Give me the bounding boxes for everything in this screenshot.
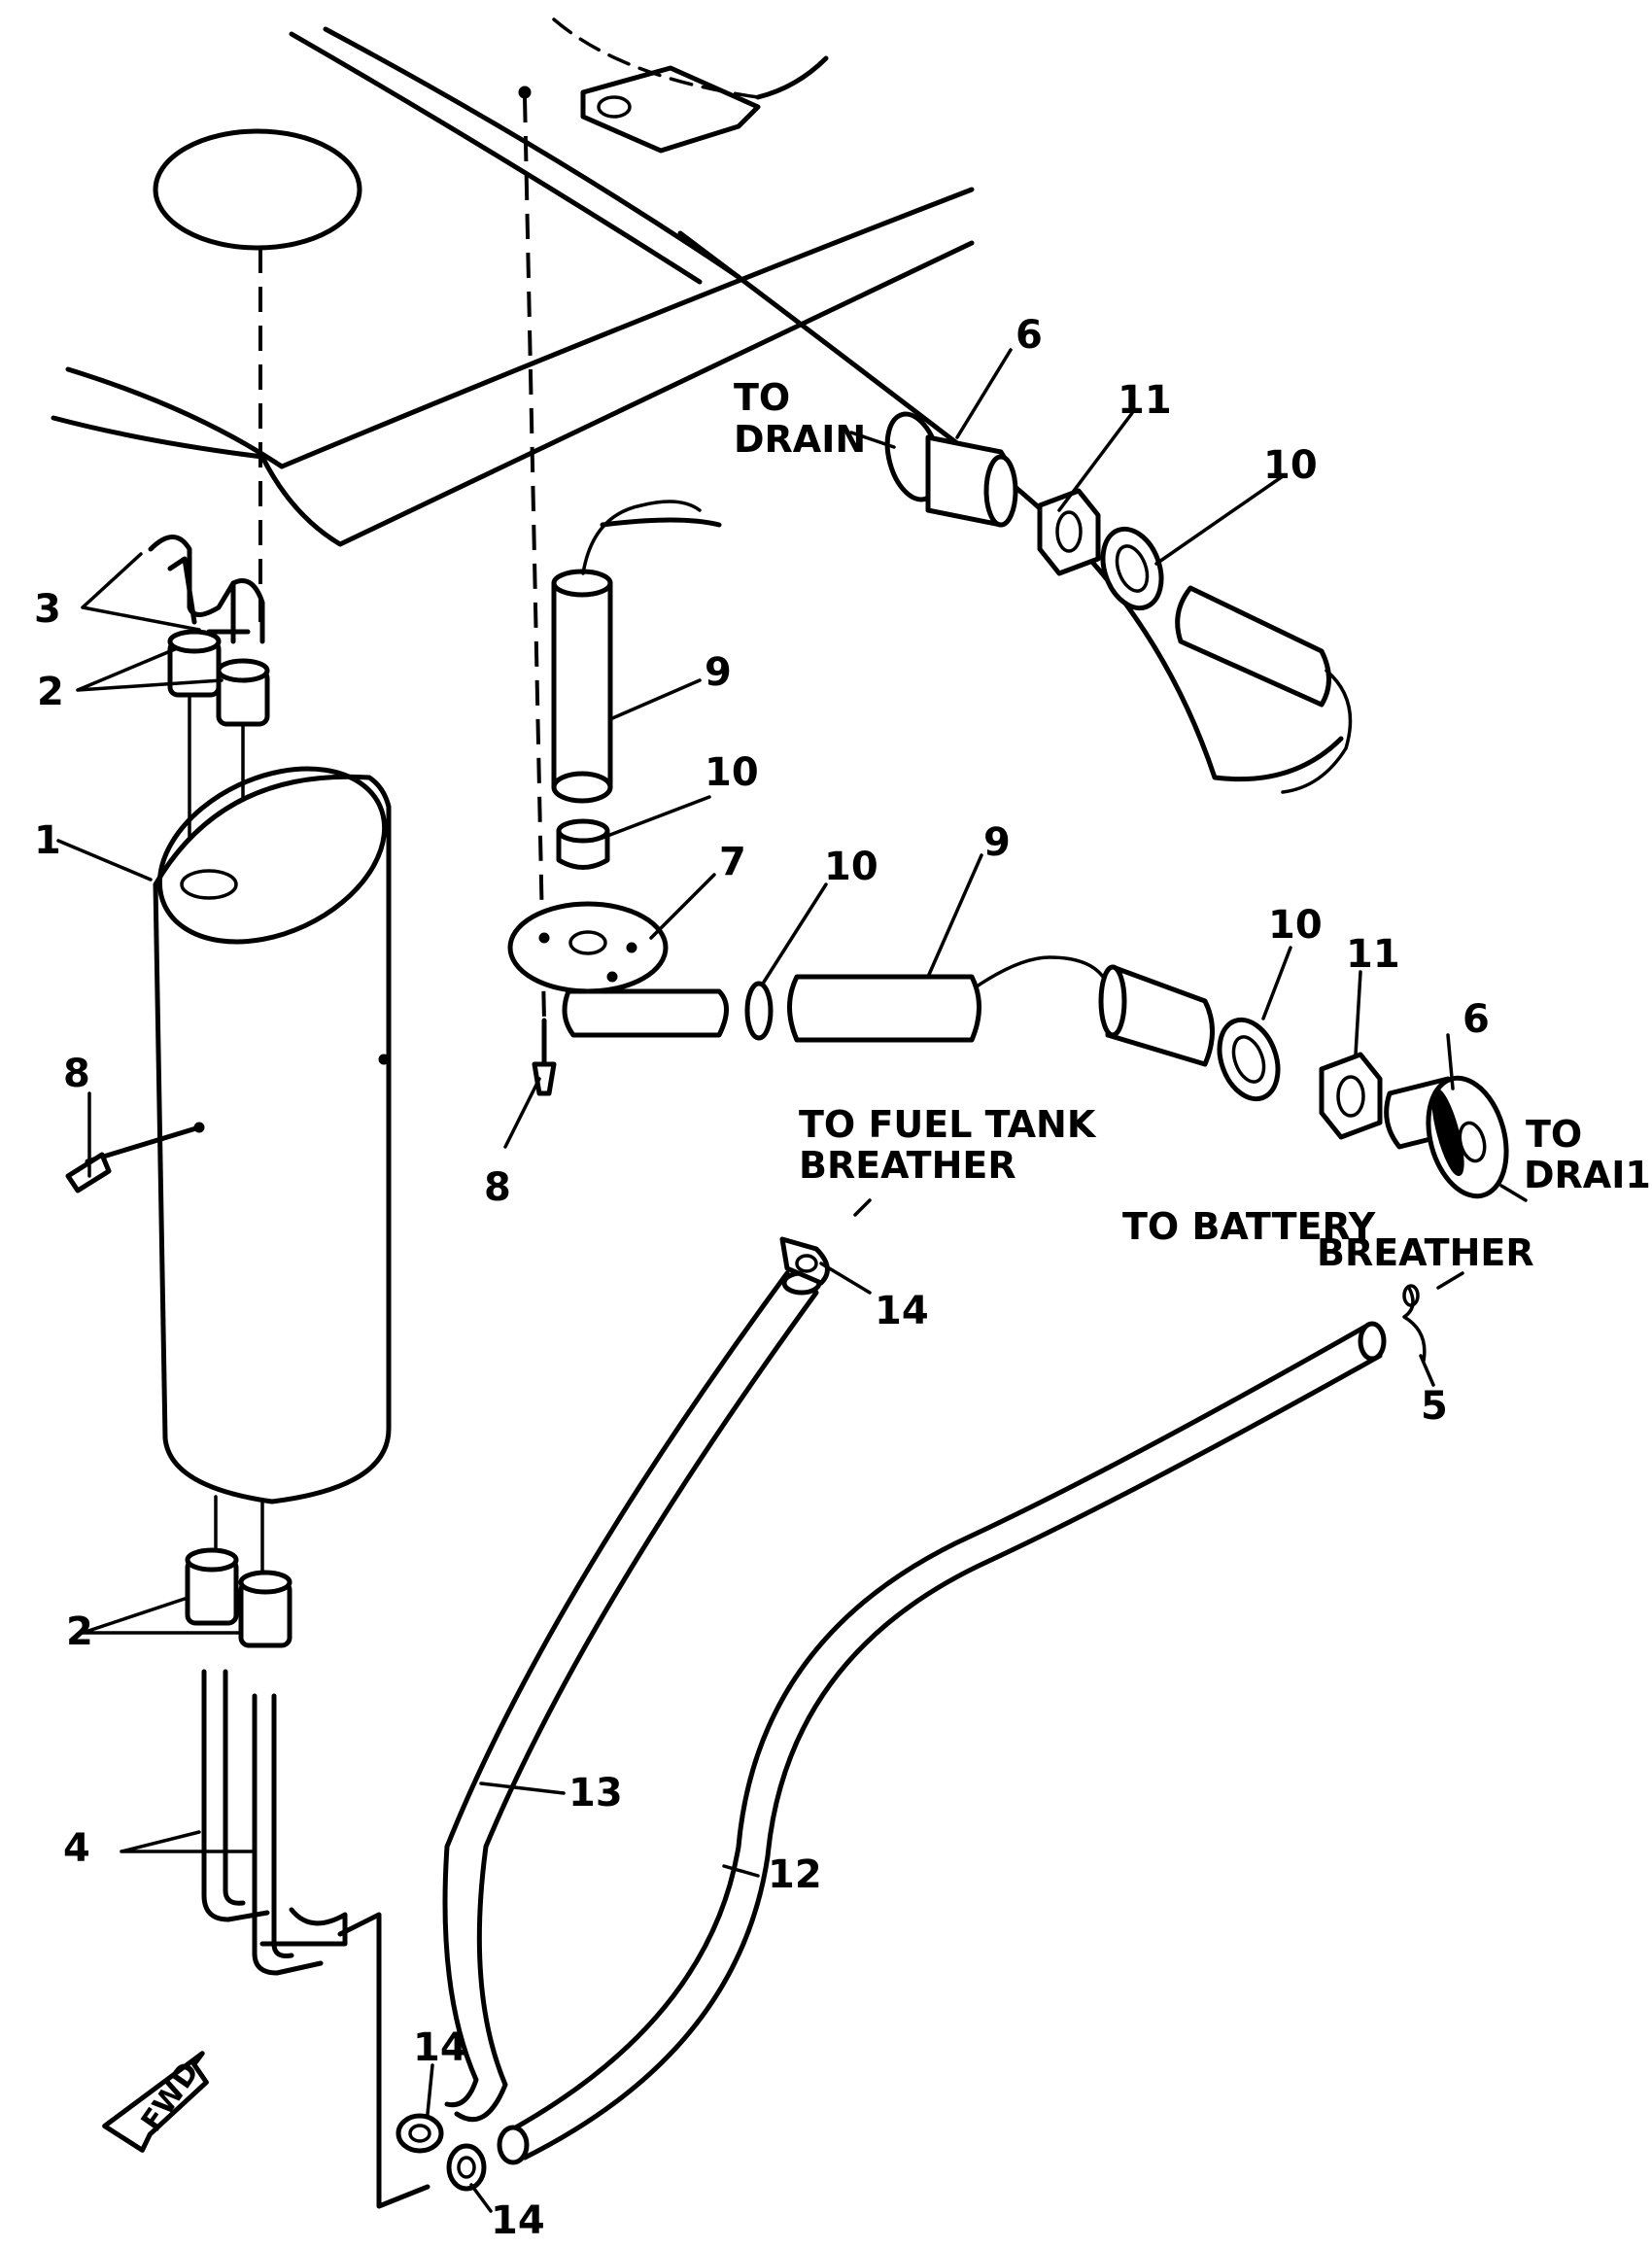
part-13-hose	[442, 1270, 822, 2123]
callout-6-right: 6	[1463, 997, 1490, 1042]
callout-13: 13	[568, 1771, 623, 1816]
callout-14-lower-right: 14	[491, 2198, 545, 2243]
annotation-notes: TO DRAIN TO DRAI1 TO FUEL TANK BREATHER …	[734, 376, 1651, 1274]
forward-arrow-icon: FWD	[102, 2051, 209, 2153]
part-1-canister	[153, 766, 392, 1586]
callout-14-top: 14	[875, 1289, 929, 1333]
part-4-pipes	[201, 1669, 348, 1976]
part-11-nut-top	[1037, 488, 1101, 576]
callout-3: 3	[34, 587, 61, 632]
callout-5: 5	[1421, 1384, 1448, 1429]
callout-11-right: 11	[1346, 932, 1400, 977]
part-12-hose	[497, 1321, 1387, 2165]
deck-hole	[153, 128, 362, 251]
note-battery-breather-line2: BREATHER	[1317, 1231, 1534, 1274]
callout-10-right: 10	[1268, 903, 1323, 948]
part-5-connector	[1402, 1284, 1427, 1363]
note-to-drain-right-line1: TO	[1526, 1113, 1582, 1156]
callout-2-lower: 2	[66, 1609, 93, 1654]
part-6-drain-fitting-right	[1384, 1075, 1509, 1199]
callout-11-top: 11	[1118, 378, 1172, 423]
note-fuel-tank-breather-line2: BREATHER	[799, 1144, 1016, 1187]
part-9-center-hose	[787, 955, 1105, 1043]
note-to-drain-top-line2: DRAIN	[734, 418, 866, 461]
part-9-upper-hose	[551, 500, 702, 804]
note-fuel-tank-breather-line1: TO FUEL TANK	[799, 1103, 1097, 1146]
part-14-clamp-top	[779, 1236, 830, 1286]
callout-8-left: 8	[63, 1052, 90, 1096]
callout-10-center: 10	[824, 845, 878, 889]
callout-8-center: 8	[484, 1165, 511, 1210]
part-10-clamp-top	[1100, 526, 1164, 611]
note-to-drain-top-line1: TO	[734, 376, 790, 419]
part-6-drain-fitting-top	[884, 411, 1018, 528]
drain-hose-top	[1175, 585, 1353, 794]
assembly-line-plate	[523, 96, 546, 1021]
callout-10-upper: 10	[705, 750, 759, 795]
callout-9-center: 9	[983, 820, 1011, 865]
callout-6-top: 6	[1015, 313, 1043, 358]
callout-1: 1	[34, 818, 61, 863]
part-2-grommets-lower	[185, 1547, 293, 1648]
part-14-clamp-lower-right	[446, 2143, 487, 2192]
part-14-clamp-lower-left	[396, 2113, 444, 2154]
leader-lines	[56, 348, 1528, 2213]
callout-10-top: 10	[1263, 443, 1318, 488]
right-hose-segment	[1098, 964, 1215, 1067]
callout-4: 4	[63, 1826, 90, 1871]
part-10-clamp-center	[744, 981, 774, 1041]
callout-7: 7	[719, 840, 746, 884]
note-battery-breather-line1: TO BATTERY	[1122, 1205, 1376, 1248]
note-to-drain-right-line2: DRAI1	[1524, 1154, 1651, 1196]
callout-14-lower-left: 14	[413, 2025, 467, 2070]
part-10-clamp-upper	[556, 818, 610, 870]
callout-labels: 1 2 2 3 4 5 6 6 7 8 8 9 9 10 10 10 10 11…	[34, 313, 1490, 2243]
callout-12: 12	[768, 1852, 822, 1897]
callout-9-upper: 9	[705, 650, 732, 695]
callout-2-upper: 2	[37, 670, 64, 714]
mounting-bracket	[337, 1912, 430, 2209]
part-10-clamp-right	[1217, 1017, 1281, 1102]
part-3-bent-pipes	[148, 535, 265, 644]
part-7-fitting-plate	[507, 901, 729, 1038]
part-11-nut-right	[1319, 1052, 1383, 1140]
